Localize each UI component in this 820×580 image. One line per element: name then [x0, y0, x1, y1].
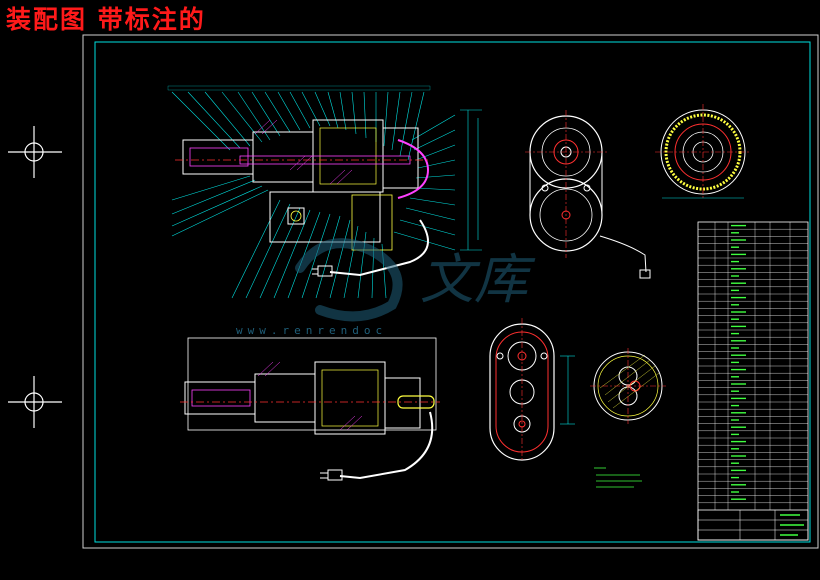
page-title: 装配图 带标注的	[6, 5, 206, 34]
view-gear-end	[655, 104, 751, 200]
technical-notes	[594, 467, 642, 488]
view-gearbox-front	[489, 318, 575, 462]
alignment-mark-top	[8, 126, 62, 178]
parts-list-table	[697, 221, 809, 541]
outer-frame	[82, 34, 819, 549]
watermark-logo: 文库	[295, 238, 536, 322]
watermark-url: www.renrendoc	[236, 324, 388, 337]
section-view	[180, 337, 440, 481]
view-cover-top	[525, 110, 651, 279]
watermark-logo-text: 文库	[420, 248, 536, 311]
view-gear-pair	[590, 348, 666, 424]
title-block	[697, 509, 809, 541]
alignment-mark-bottom	[8, 376, 62, 428]
inner-frame	[94, 41, 811, 543]
